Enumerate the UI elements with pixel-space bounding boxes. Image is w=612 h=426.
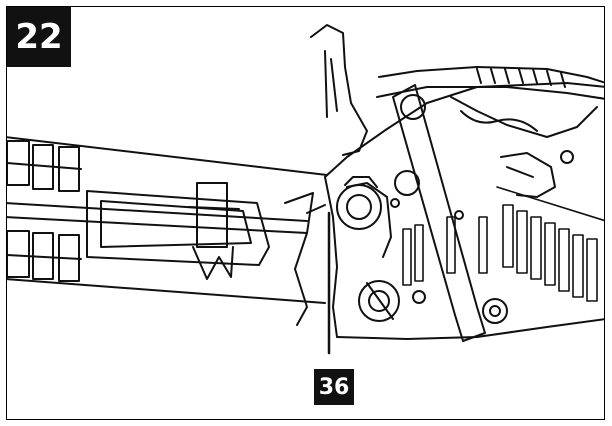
cooling-fins xyxy=(402,186,604,302)
rear-components xyxy=(500,150,574,198)
tensioner-nut xyxy=(336,170,508,324)
saw-chain xyxy=(7,140,82,282)
callout-label-badge: 36 xyxy=(314,369,354,405)
guide-bar xyxy=(7,136,328,304)
figure-frame: 22 36 xyxy=(6,6,605,420)
chainsaw-illustration xyxy=(7,24,604,355)
engine-housing xyxy=(310,24,604,342)
sprocket-area xyxy=(284,192,326,326)
figure-number-badge: 22 xyxy=(7,7,71,67)
